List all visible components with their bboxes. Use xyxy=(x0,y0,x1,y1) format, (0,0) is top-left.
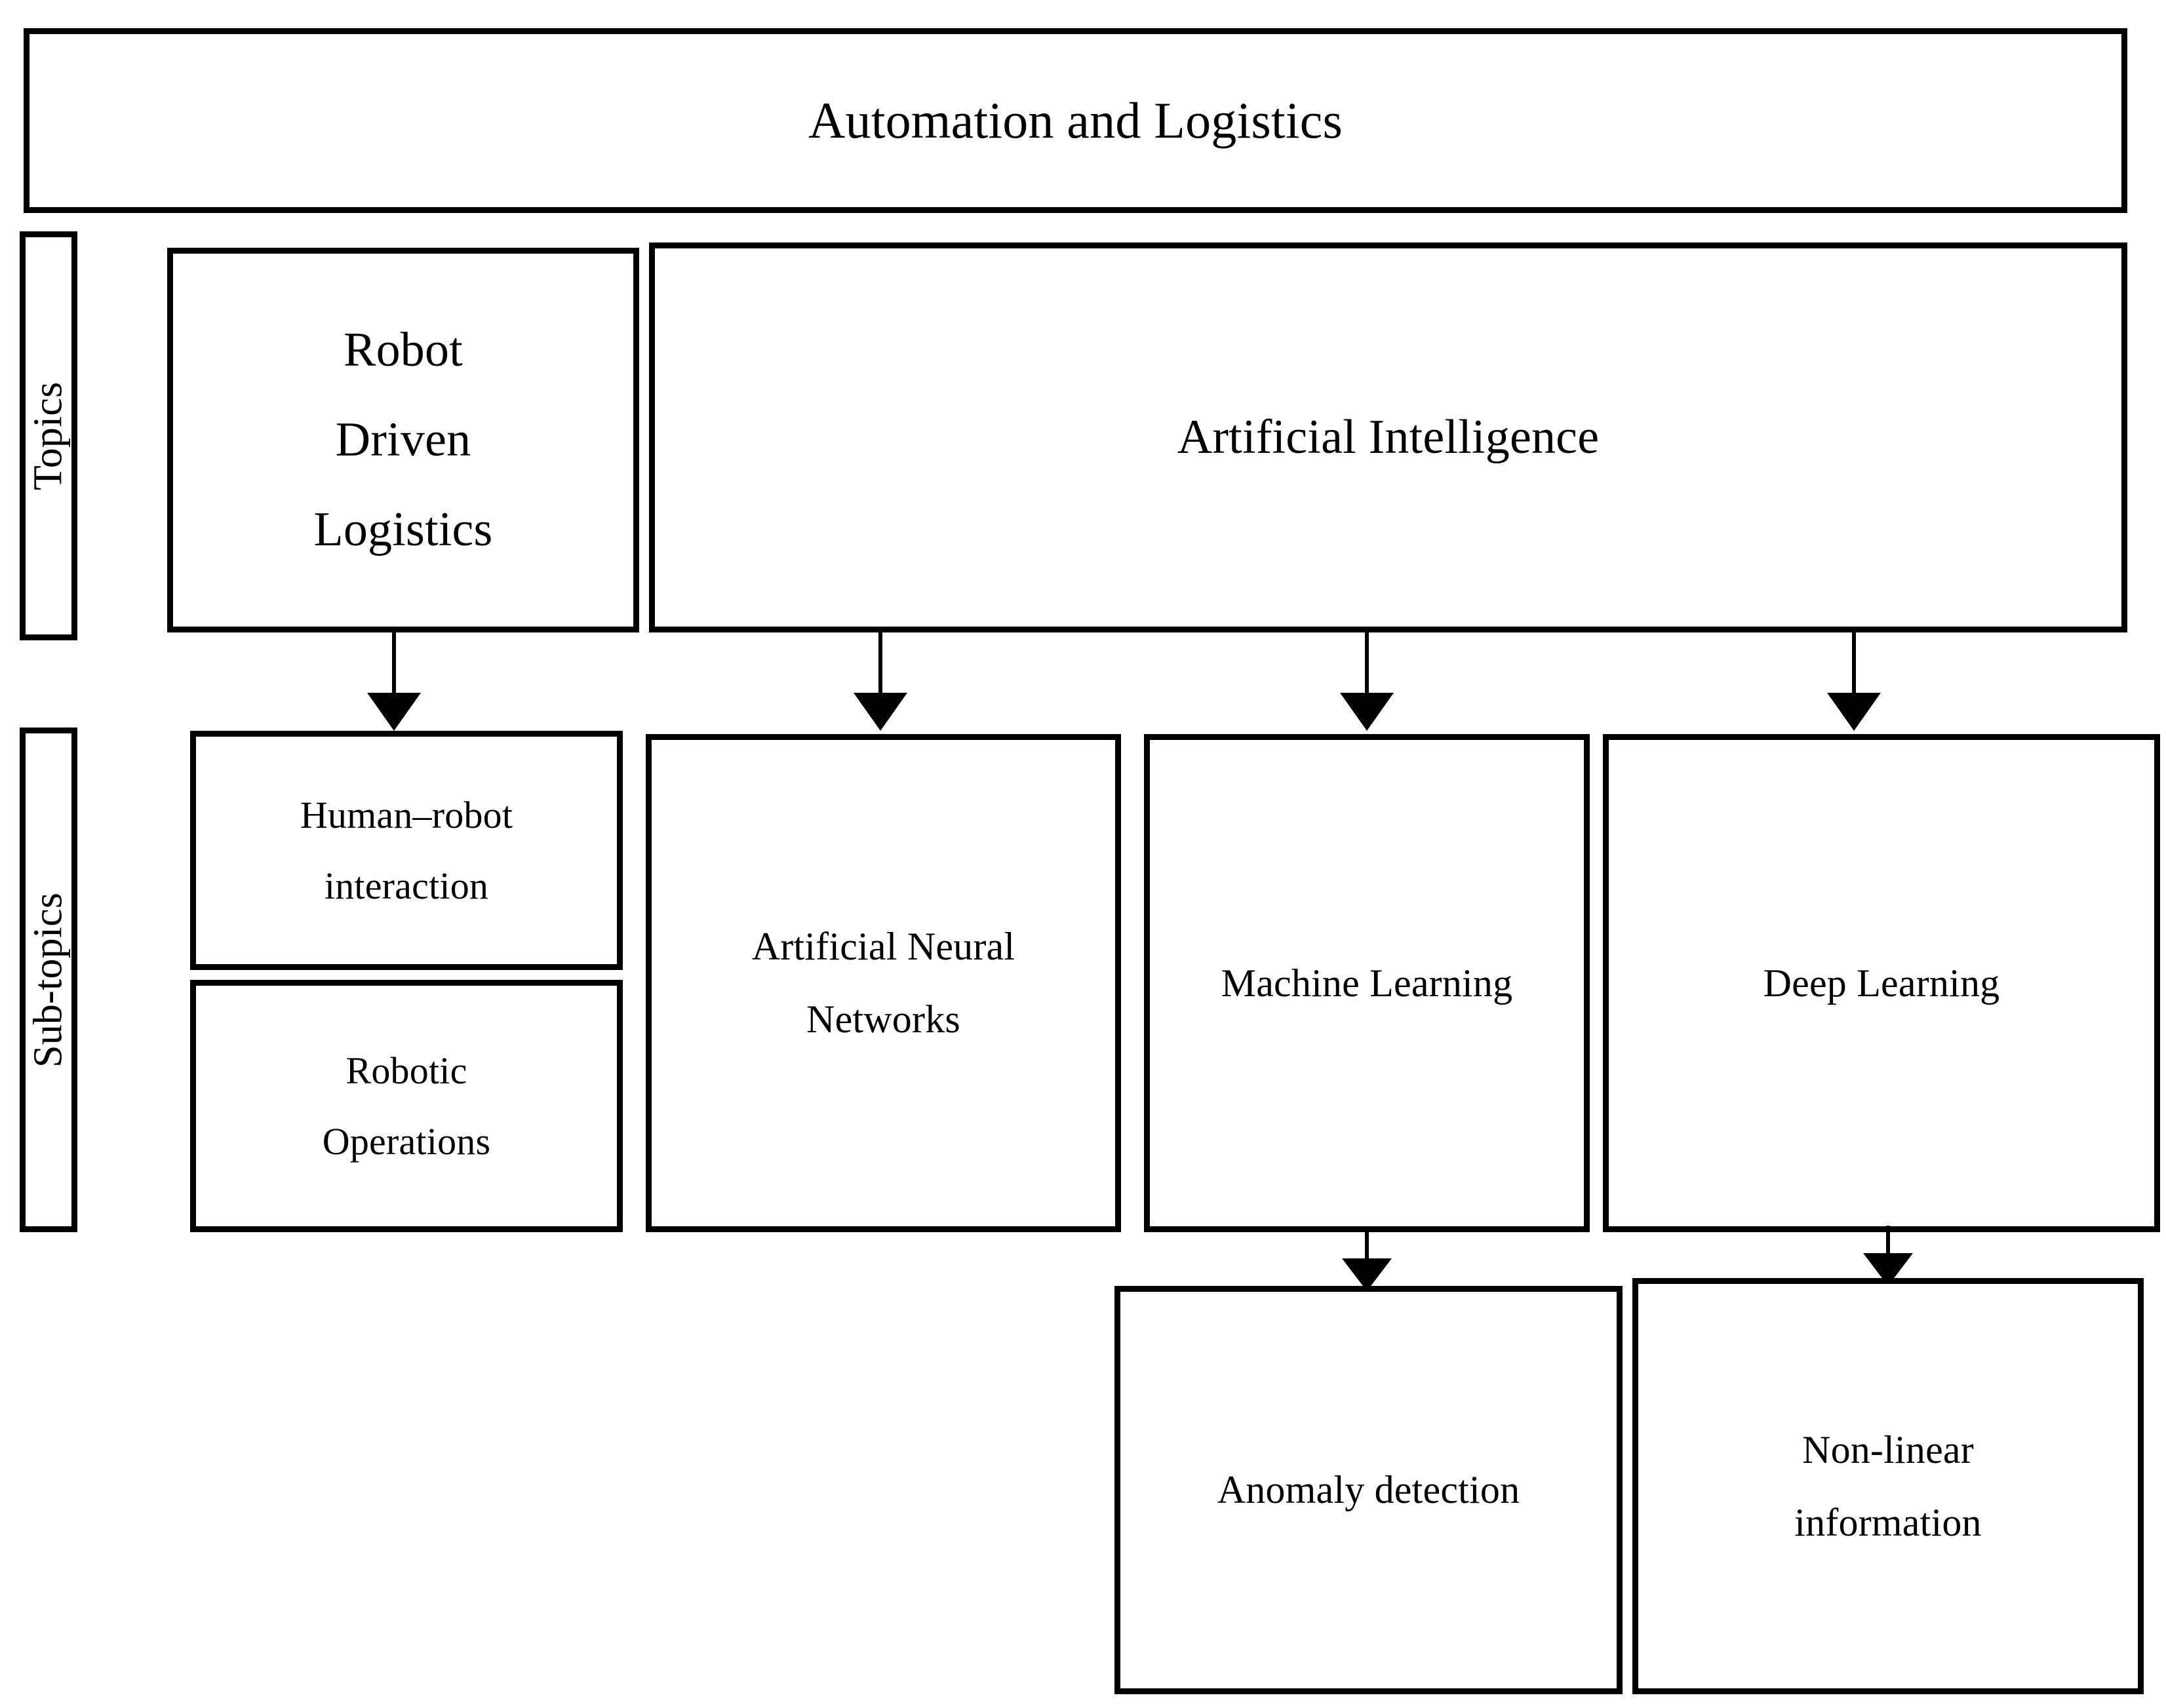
arrow-artificial-intelligence-to-machine-learning xyxy=(1340,632,1394,731)
arrow-artificial-intelligence-to-deep-learning xyxy=(1827,632,1881,731)
node-artificial-neural-networks[interactable]: Artificial Neural Networks xyxy=(646,734,1121,1232)
node-label-human-robot-interaction: Human–robot interaction xyxy=(300,794,513,907)
node-label-non-linear-information: Non-linear information xyxy=(1794,1427,1982,1544)
node-artificial-intelligence[interactable]: Artificial Intelligence xyxy=(649,243,2127,632)
node-label-deep-learning: Deep Learning xyxy=(1763,961,2000,1005)
node-non-linear-information[interactable]: Non-linear information xyxy=(1632,1278,2144,1694)
row-label-subtopics-text: Sub-topics xyxy=(26,892,71,1068)
row-label-topics: Topics xyxy=(20,231,77,640)
node-robotic-operations[interactable]: Robotic Operations xyxy=(190,980,623,1232)
arrow-machine-learning-to-anomaly-detection xyxy=(1340,1232,1394,1291)
node-label-machine-learning: Machine Learning xyxy=(1221,961,1513,1005)
node-machine-learning[interactable]: Machine Learning xyxy=(1144,734,1590,1232)
row-label-subtopics: Sub-topics xyxy=(20,728,77,1232)
node-anomaly-detection[interactable]: Anomaly detection xyxy=(1114,1286,1623,1694)
node-robot-driven-logistics[interactable]: Robot Driven Logistics xyxy=(167,248,639,632)
arrow-deep-learning-to-non-linear-information xyxy=(1861,1226,1915,1286)
node-label-robot-driven-logistics: Robot Driven Logistics xyxy=(313,323,493,556)
node-deep-learning[interactable]: Deep Learning xyxy=(1603,734,2160,1232)
arrow-robot-driven-logistics-to-human-robot-interaction xyxy=(367,632,421,731)
node-automation-and-logistics[interactable]: Automation and Logistics xyxy=(24,28,2127,213)
node-label-root: Automation and Logistics xyxy=(808,91,1343,149)
node-label-anomaly-detection: Anomaly detection xyxy=(1217,1468,1520,1511)
node-label-robotic-operations: Robotic Operations xyxy=(322,1049,491,1163)
row-label-topics-text: Topics xyxy=(26,381,71,490)
node-human-robot-interaction[interactable]: Human–robot interaction xyxy=(190,731,623,970)
arrow-artificial-intelligence-to-artificial-neural-networks xyxy=(854,632,907,731)
node-label-artificial-neural-networks: Artificial Neural Networks xyxy=(751,925,1015,1041)
node-label-artificial-intelligence: Artificial Intelligence xyxy=(1177,410,1600,465)
